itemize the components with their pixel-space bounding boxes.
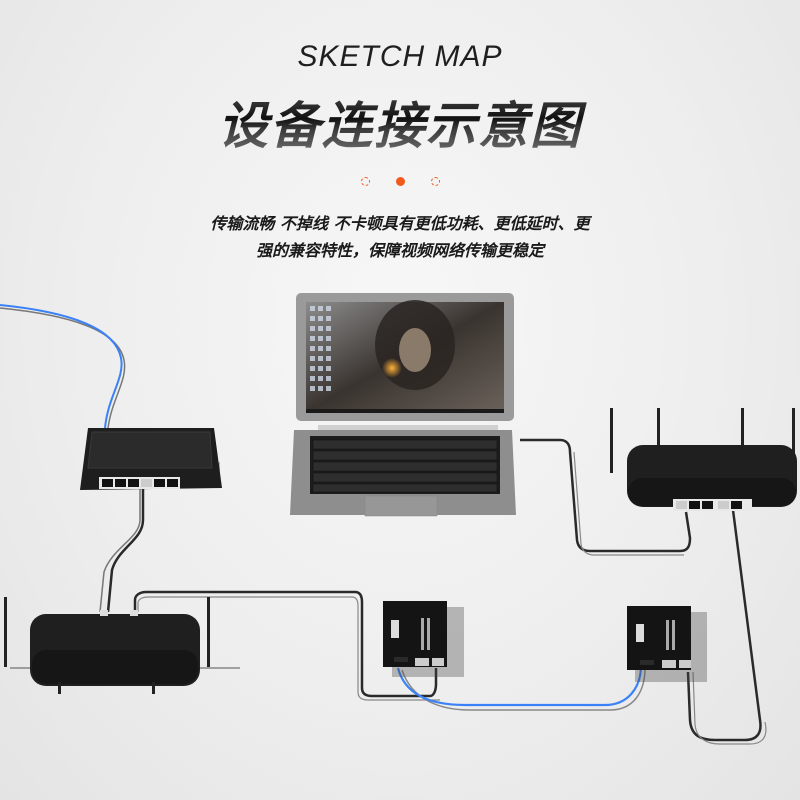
laptop (290, 293, 516, 517)
ethernet-cable-router-converter (133, 590, 440, 701)
fiber-cable-converters (396, 667, 646, 711)
ethernet-cable-laptop-router (520, 438, 692, 556)
title-english: SKETCH MAP (297, 40, 503, 73)
indicator-dot-hollow-icon (430, 177, 440, 186)
ethernet-cable-switch-router (99, 486, 145, 613)
fiber-converter-right (627, 606, 707, 682)
wifi-router-left (4, 597, 240, 694)
network-switch (80, 428, 222, 490)
wifi-router-right (610, 408, 797, 511)
description-line-2: 强的兼容特性，保障视频网络传输更稳定 (255, 241, 544, 260)
indicator-dot-active-icon (395, 177, 405, 186)
fiber-cable-upstream (0, 304, 126, 429)
indicator-dot-hollow-icon (360, 177, 370, 186)
description: 传输流畅 不掉线 不卡顿具有更低功耗、更低延时、更 强的兼容特性，保障视频网络传… (0, 210, 800, 264)
ethernet-cable-converter-router (686, 509, 767, 745)
description-line-1: 传输流畅 不掉线 不卡顿具有更低功耗、更低延时、更 (210, 214, 590, 233)
indicator-dots (0, 177, 800, 186)
fiber-converter-left (383, 601, 464, 677)
title-chinese: 设备连接示意图 (0, 86, 800, 158)
